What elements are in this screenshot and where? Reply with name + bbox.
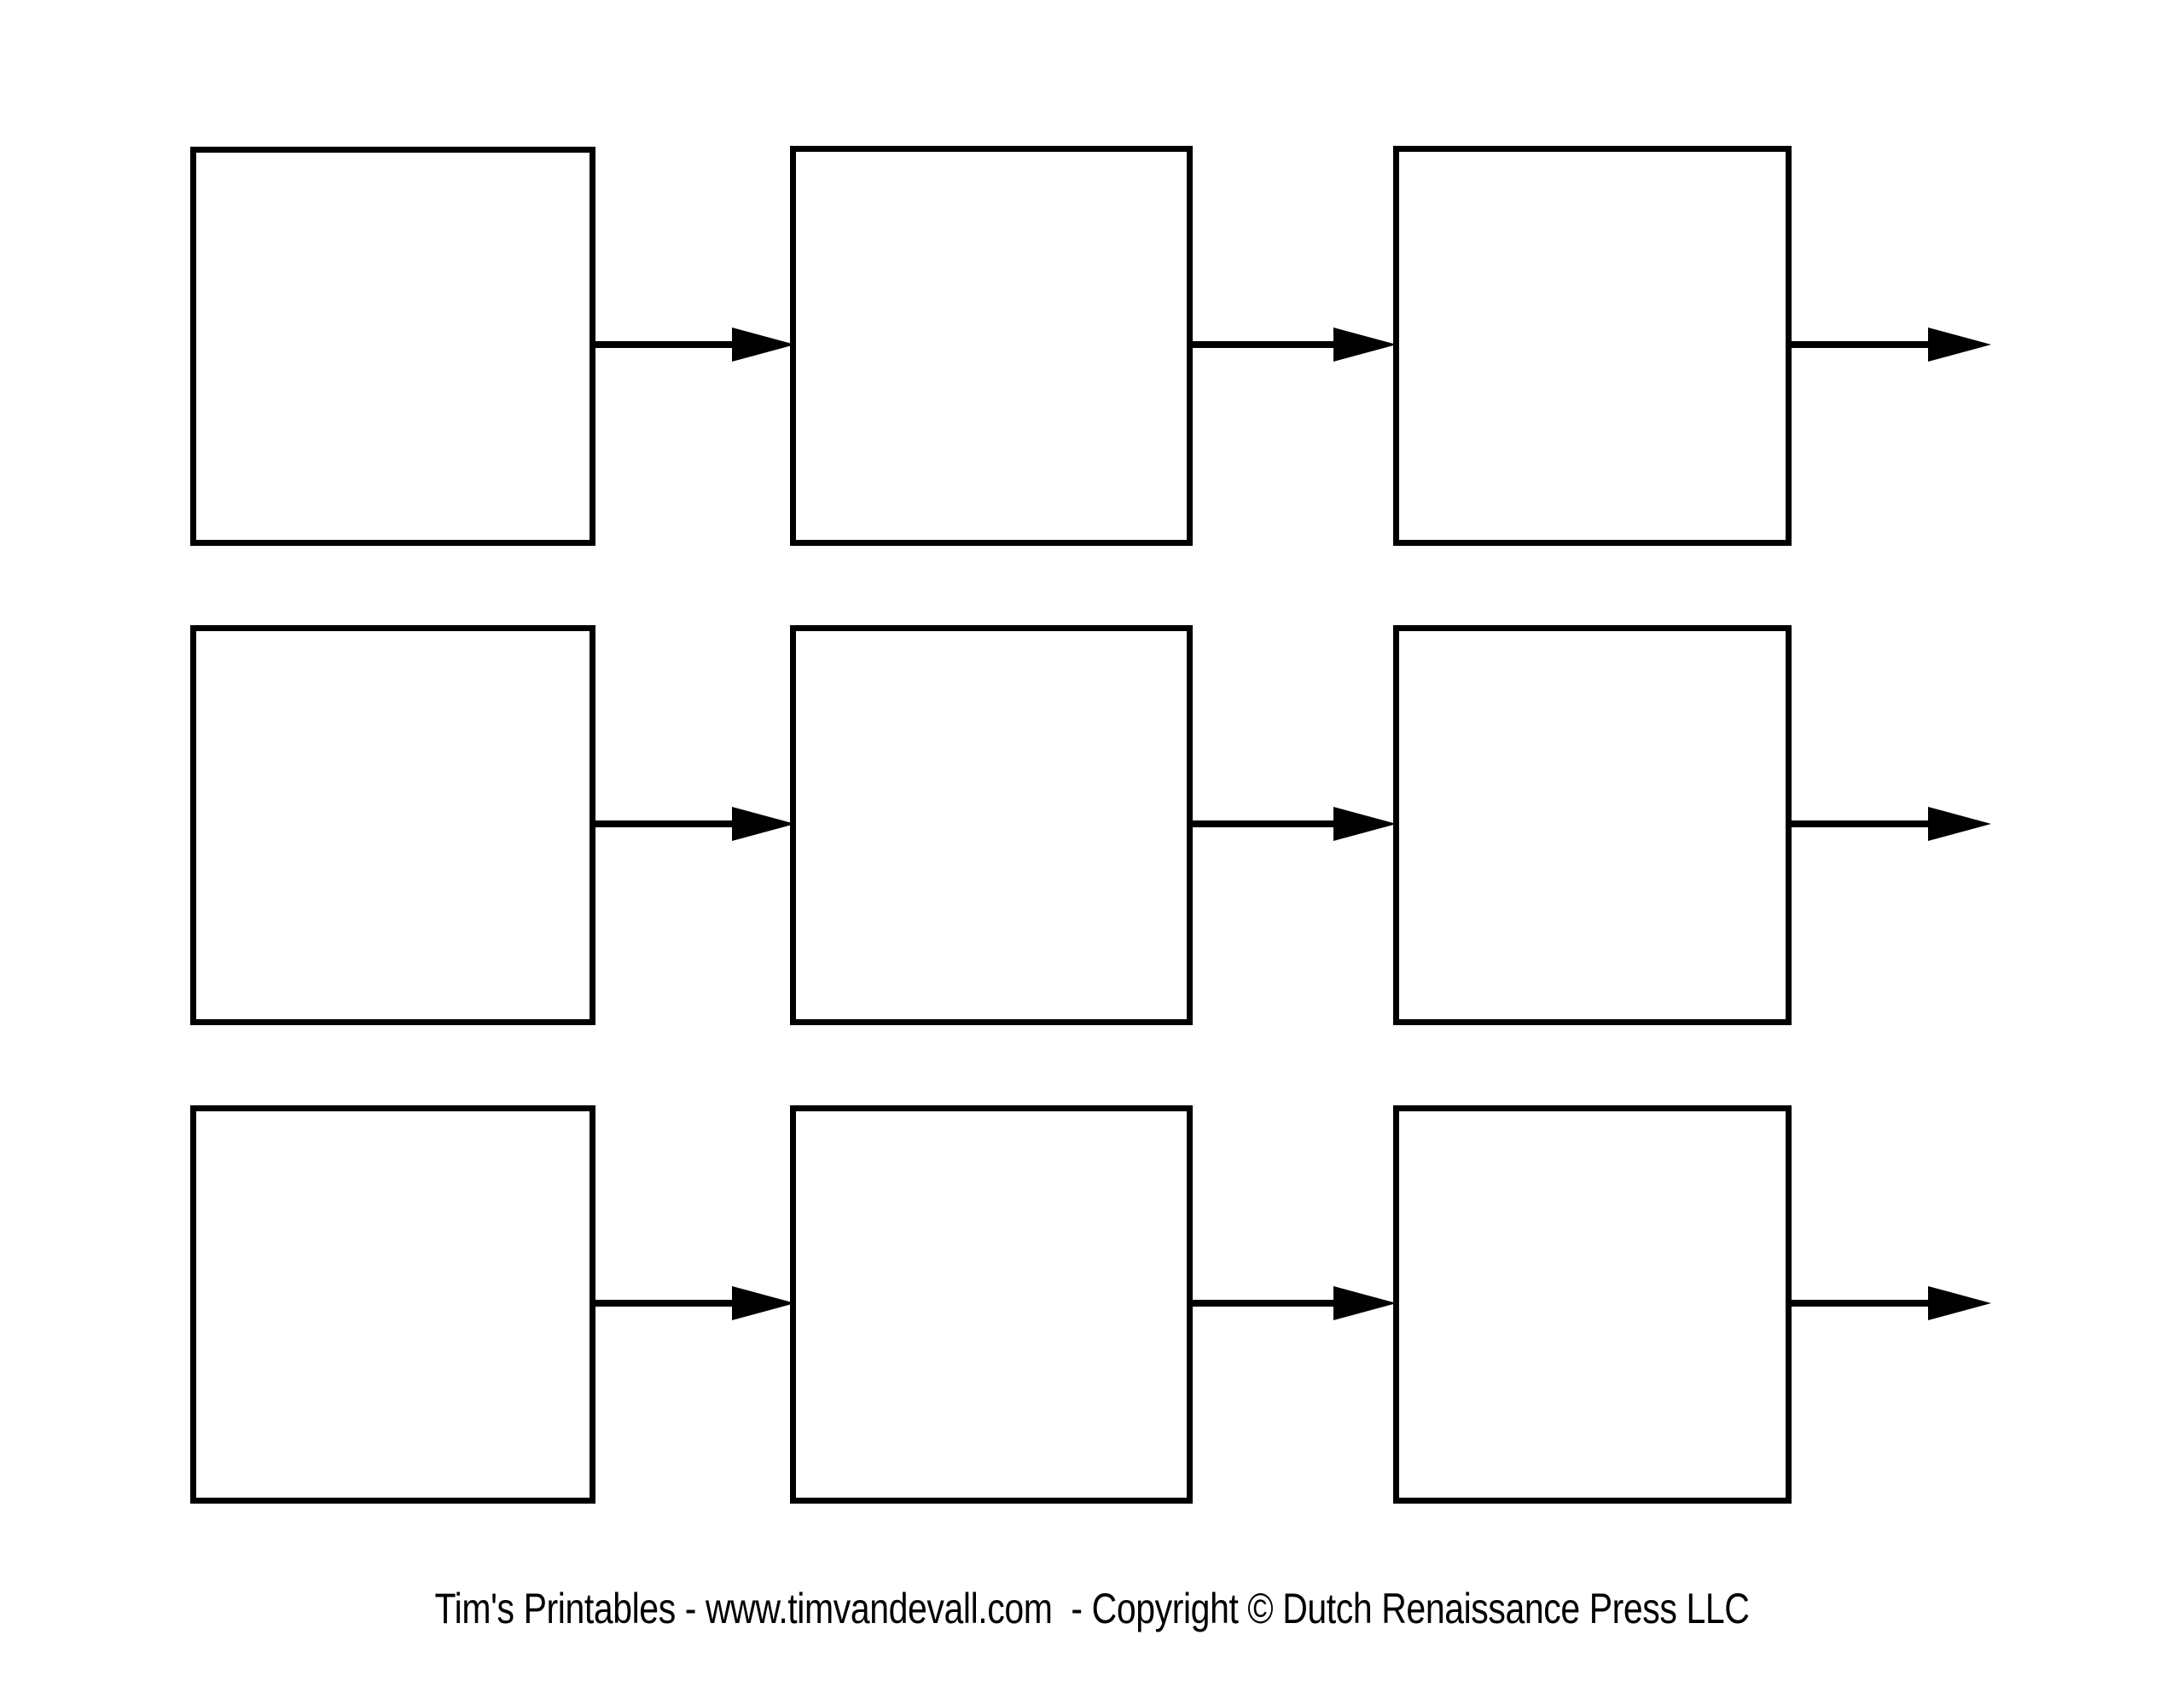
arrow-right-icon [1193, 1286, 1397, 1320]
footer-credit-text: Tim's Printables - www.timvandevall.com … [434, 1585, 1750, 1632]
flow-arrow[interactable] [1788, 1286, 1991, 1320]
flow-arrow[interactable] [1788, 328, 1991, 362]
arrow-right-icon [1788, 328, 1991, 362]
arrow-right-icon [1788, 1286, 1991, 1320]
flow-box[interactable] [790, 625, 1193, 1025]
flow-arrow[interactable] [1193, 807, 1397, 841]
flow-box[interactable] [1393, 146, 1792, 546]
arrow-right-icon [595, 1286, 795, 1320]
arrow-right-icon [1193, 807, 1397, 841]
flow-arrow[interactable] [1193, 328, 1397, 362]
flow-arrow[interactable] [595, 807, 795, 841]
flow-box[interactable] [190, 147, 595, 546]
flow-box[interactable] [790, 1105, 1193, 1504]
flow-arrow[interactable] [595, 328, 795, 362]
flow-box[interactable] [1393, 1105, 1792, 1504]
arrow-right-icon [595, 328, 795, 362]
arrow-right-icon [1193, 328, 1397, 362]
flow-box[interactable] [190, 625, 595, 1025]
flow-arrow[interactable] [1193, 1286, 1397, 1320]
arrow-right-icon [595, 807, 795, 841]
arrow-right-icon [1788, 807, 1991, 841]
flow-box[interactable] [1393, 625, 1792, 1025]
flow-arrow[interactable] [595, 1286, 795, 1320]
flow-box[interactable] [790, 146, 1193, 546]
flow-box[interactable] [190, 1105, 595, 1504]
flow-arrow[interactable] [1788, 807, 1991, 841]
